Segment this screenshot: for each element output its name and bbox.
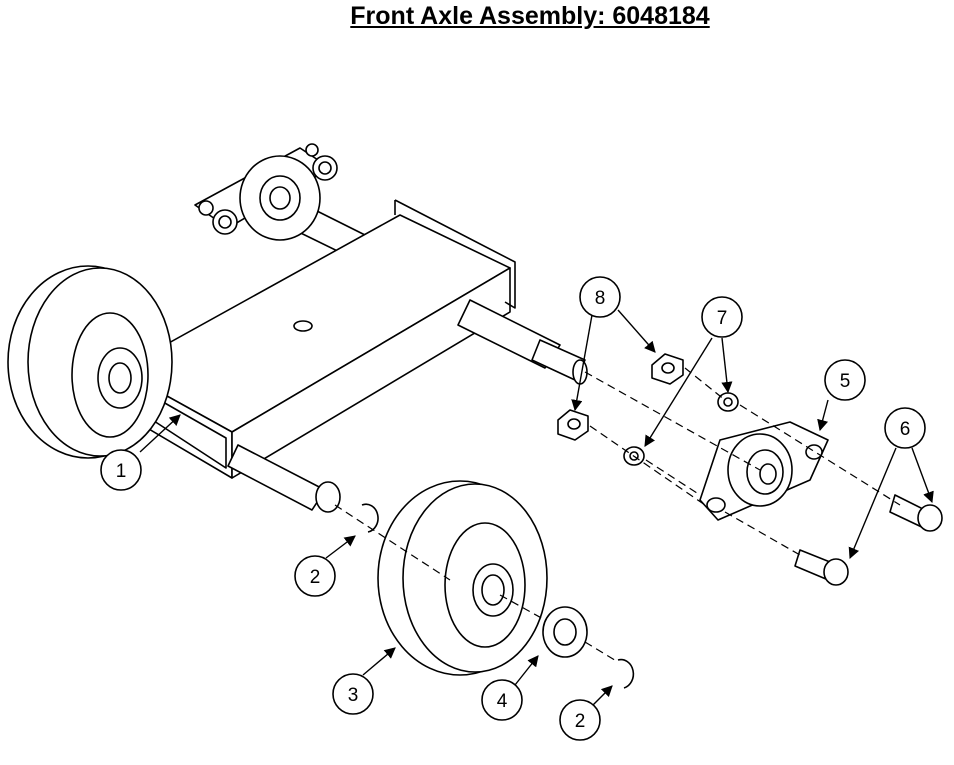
callout-5: 5 (824, 359, 866, 401)
callout-label: 4 (497, 691, 508, 712)
callout-3: 3 (332, 673, 374, 715)
flange-bearing-5 (699, 421, 829, 521)
callout-2-upper: 2 (294, 555, 336, 597)
callout-label: 7 (717, 308, 728, 329)
lock-washer-upper (717, 392, 739, 412)
callout-label: 2 (575, 711, 586, 732)
callout-label: 6 (900, 419, 911, 440)
callout-label: 8 (595, 288, 606, 309)
callout-8: 8 (579, 276, 621, 318)
callout-6: 6 (884, 407, 926, 449)
hex-nut-lower (557, 409, 589, 441)
wheel-left-mounted (7, 265, 173, 459)
callout-1: 1 (100, 449, 142, 491)
callout-label: 2 (310, 567, 321, 588)
callout-label: 3 (348, 685, 359, 706)
leader-lines (139, 309, 934, 709)
front-shaft-left (227, 444, 341, 513)
rear-bearing-left (194, 143, 338, 241)
callout-label: 5 (840, 371, 851, 392)
callout-4: 4 (481, 679, 523, 721)
callout-2-lower: 2 (559, 699, 601, 741)
snap-ring-lower (617, 658, 635, 689)
assembly-lines (334, 367, 901, 663)
callout-label: 1 (116, 461, 127, 482)
carriage-bolt-upper (889, 494, 943, 532)
wheel-3 (377, 480, 548, 676)
washer-4 (542, 606, 588, 658)
callout-7: 7 (701, 296, 743, 338)
front-shaft-right (457, 299, 588, 385)
carriage-bolt-lower (794, 549, 849, 586)
hex-nut-upper (651, 353, 684, 385)
diagram-title: Front Axle Assembly: 6048184 (350, 2, 710, 30)
